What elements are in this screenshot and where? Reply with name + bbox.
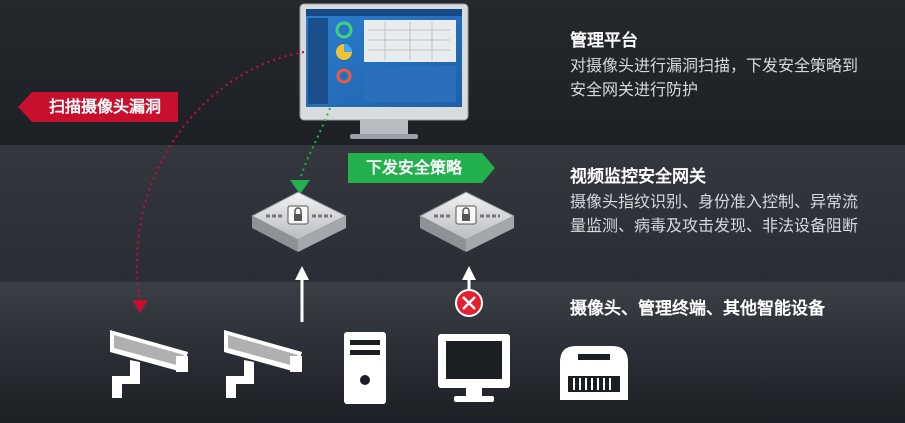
platform-title: 管理平台 <box>570 31 638 51</box>
server-icon <box>344 332 386 404</box>
terminal-icon <box>438 334 510 402</box>
uplink-arrow-head <box>295 266 309 280</box>
router-icon <box>560 346 628 400</box>
monitor-icon <box>299 3 469 139</box>
gateway-icon <box>418 191 516 252</box>
gateway-desc-line2: 量监测、病毒及攻击发现、非法设备阻断 <box>570 216 859 235</box>
scan-tag-shape <box>18 92 178 122</box>
uplink-arrow-head-blocked <box>462 266 476 280</box>
gateway-icon <box>250 191 348 252</box>
scan-arrow-head <box>132 300 148 313</box>
block-icon <box>455 289 483 317</box>
camera-icon <box>224 330 302 398</box>
policy-tag: 下发安全策略 <box>365 158 462 177</box>
scan-path <box>135 51 305 301</box>
camera-icon <box>110 330 188 398</box>
gateway-desc-line1: 摄像头指纹识别、身份准入控制、异常流 <box>570 192 859 211</box>
policy-path <box>299 107 331 181</box>
gateway-title: 视频监控安全网关 <box>570 167 706 187</box>
scan-tag: 扫描摄像头漏洞 <box>48 97 161 116</box>
policy-tag-shape <box>348 153 495 183</box>
platform-desc-line2: 安全网关进行防护 <box>570 80 699 99</box>
devices-title: 摄像头、管理终端、其他智能设备 <box>570 299 825 319</box>
policy-arrow-head <box>290 180 310 194</box>
platform-desc-line1: 对摄像头进行漏洞扫描，下发安全策略到 <box>570 56 859 75</box>
